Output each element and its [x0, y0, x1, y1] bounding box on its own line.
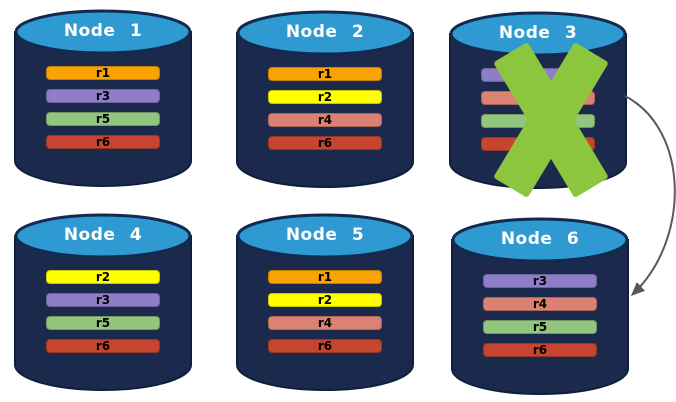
replica-bar: r3	[483, 274, 597, 288]
node-3-cylinder: Node 3 r3 r4 r5 r6	[448, 10, 628, 199]
replica-bar: r3	[46, 89, 160, 103]
replica-bar: r5	[483, 320, 597, 334]
cylinder-top	[236, 10, 414, 56]
replica-bar: r4	[483, 297, 597, 311]
replica-bar: r5	[46, 112, 160, 126]
replica-bar: r4	[268, 113, 382, 127]
replica-bar: r2	[46, 270, 160, 284]
replica-list: r1 r2 r4 r6	[268, 270, 382, 362]
node-title: Node 3	[498, 23, 578, 43]
node-2-cylinder: Node 2 r1 r2 r4 r6	[235, 9, 415, 191]
replica-bar: r1	[268, 67, 382, 81]
replica-bar: r3	[46, 293, 160, 307]
cylinder-top	[449, 11, 627, 57]
replica-bar: r1	[268, 270, 382, 284]
replica-list: r1 r3 r5 r6	[46, 66, 160, 158]
node-6-cylinder: Node 6 r3 r4 r5 r6	[450, 216, 630, 398]
replica-bar: r1	[46, 66, 160, 80]
arrow-curve	[624, 95, 676, 297]
node-4-cylinder: Node 4 r2 r3 r5 r6	[13, 212, 193, 394]
replica-bar: r6	[46, 135, 160, 149]
replica-bar: r6	[46, 339, 160, 353]
replica-bar: r2	[268, 293, 382, 307]
replica-bar: r5	[46, 316, 160, 330]
cylinder-top	[14, 213, 192, 259]
cylinder-top	[14, 9, 192, 55]
replica-bar: r2	[268, 90, 382, 104]
replica-bar: r6	[483, 343, 597, 357]
node-1-cylinder: Node 1 r1 r3 r5 r6	[13, 8, 193, 190]
replica-bar: r6	[268, 339, 382, 353]
replica-list: r2 r3 r5 r6	[46, 270, 160, 362]
node-title: Node 4	[63, 225, 143, 245]
node-title: Node 2	[285, 22, 365, 42]
node-5-cylinder: Node 5 r1 r2 r4 r6	[235, 212, 415, 394]
node-title: Node 1	[63, 21, 143, 41]
cylinder-top	[236, 213, 414, 259]
replica-bar: r6	[268, 136, 382, 150]
replica-bar: r4	[268, 316, 382, 330]
replica-list: r3 r4 r5 r6	[483, 274, 597, 366]
replica-list: r1 r2 r4 r6	[268, 67, 382, 159]
node-title: Node 5	[285, 225, 365, 245]
node-title: Node 6	[500, 229, 580, 249]
